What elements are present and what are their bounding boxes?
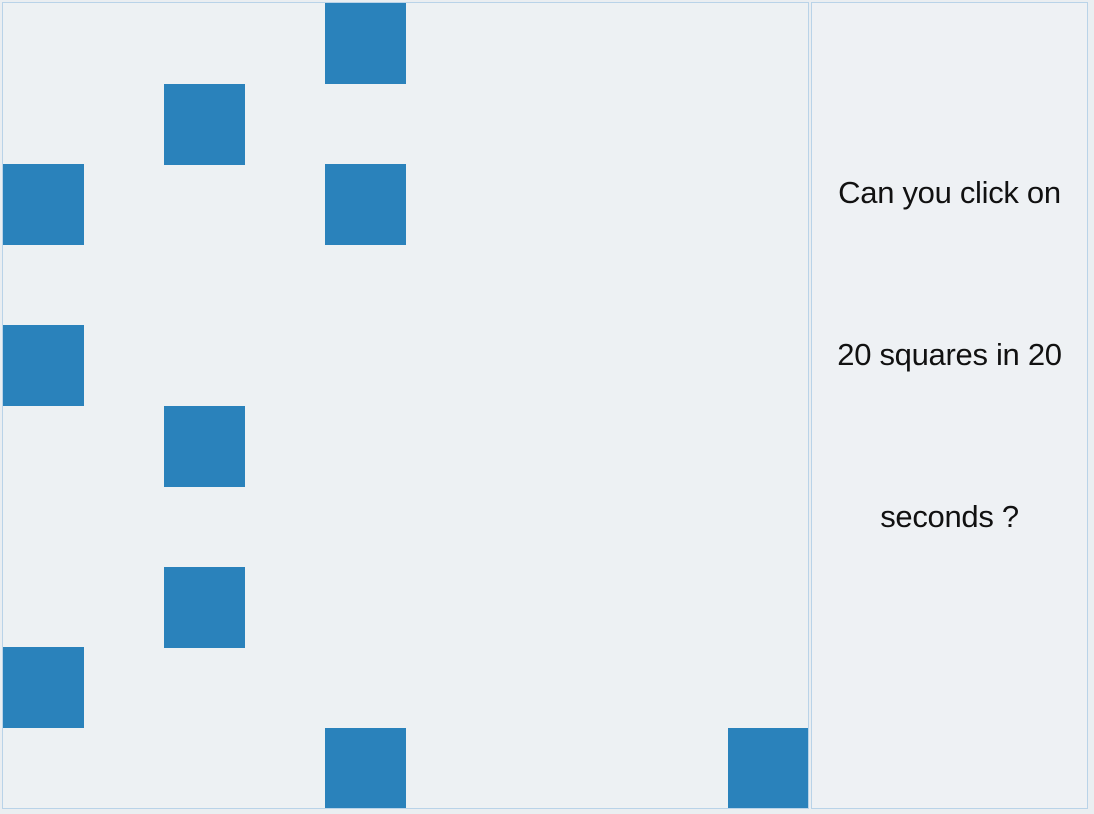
target-square[interactable] <box>325 728 406 808</box>
target-square[interactable] <box>164 567 245 648</box>
target-square[interactable] <box>325 3 406 84</box>
prompt-text-line-2: 20 squares in 20 <box>837 337 1062 372</box>
target-square[interactable] <box>3 647 84 728</box>
target-square[interactable] <box>3 164 84 245</box>
target-square[interactable] <box>164 406 245 487</box>
target-square[interactable] <box>728 728 808 808</box>
prompt-text-line-1: Can you click on <box>838 175 1061 210</box>
target-square[interactable] <box>325 164 406 245</box>
target-square[interactable] <box>164 84 245 165</box>
prompt-text-line-3: seconds ? <box>880 499 1019 534</box>
game-board <box>2 2 809 809</box>
target-square[interactable] <box>3 325 84 406</box>
side-panel: Can you click on 20 squares in 20 second… <box>811 2 1088 809</box>
